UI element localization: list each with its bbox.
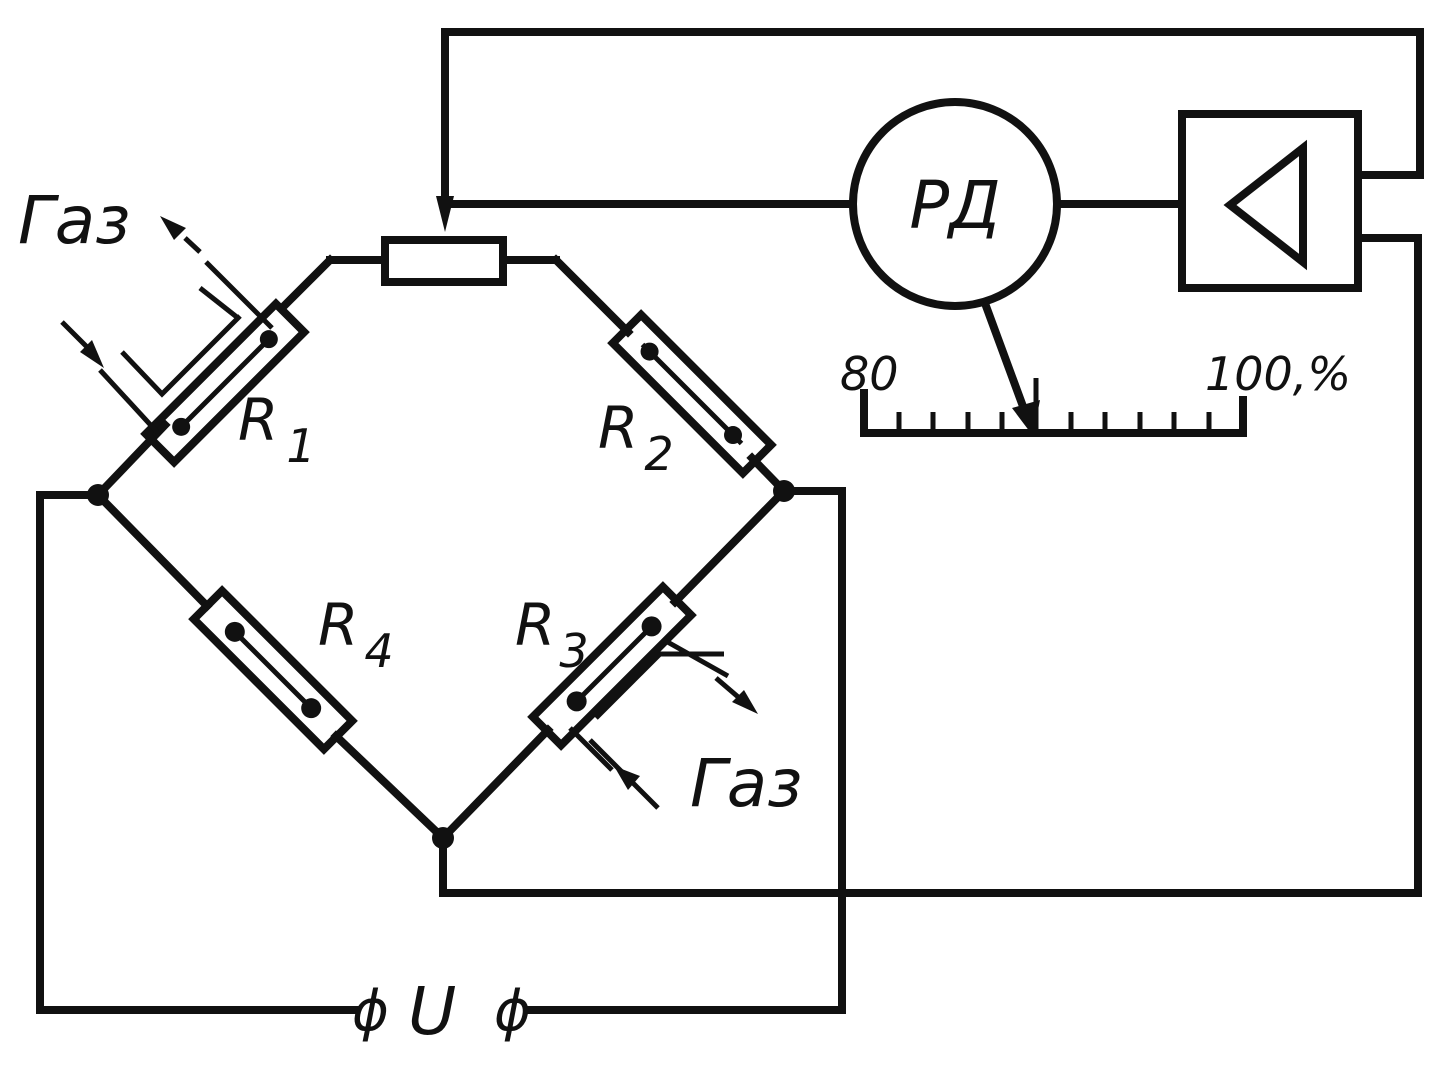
meter-label: РД — [909, 167, 1000, 244]
supply-wire-right — [526, 487, 846, 1014]
needle-arrow-icon — [1012, 400, 1040, 436]
r3-gas-channel — [568, 637, 730, 784]
r3-wire-top — [669, 485, 790, 608]
scale-max-label: 100,% — [1205, 347, 1351, 401]
amplifier-box — [1178, 110, 1362, 292]
r3-label: R3 — [515, 591, 589, 678]
meter-circle — [849, 98, 1061, 310]
supply-terminal-right: ϕ — [494, 979, 531, 1044]
amplifier-triangle-icon — [1223, 139, 1307, 271]
gas-out-arrow-icon-bottom — [732, 690, 758, 714]
gas-label-bottom: Газ — [690, 745, 802, 822]
resistor-r3 — [527, 581, 697, 751]
gas-in-arrow-icon — [80, 340, 104, 368]
r3-wire-bottom — [437, 724, 554, 844]
gas-in-arrow-line-bottom — [628, 778, 660, 810]
r1-wire-bottom — [92, 419, 171, 501]
r1-wire-top — [279, 254, 336, 311]
resistor-r1 — [140, 298, 310, 468]
gas-out-arrow-line — [183, 236, 202, 254]
r2-wire-top — [550, 254, 634, 338]
r3-subscript: 3 — [559, 624, 588, 678]
gas-out-arrow-icon — [160, 216, 186, 240]
supply-wire-left — [36, 491, 359, 1014]
r4-letter: R — [318, 591, 358, 659]
node-bottom — [432, 827, 454, 849]
amplifier-output-wire — [439, 234, 1422, 897]
supply-voltage-label: U — [408, 973, 456, 1050]
r4-wire-bottom — [330, 730, 449, 844]
meter-scale — [860, 378, 1247, 437]
r1-subscript: 1 — [286, 419, 315, 473]
scale-min-label: 80 — [840, 347, 899, 401]
resistor-r2 — [607, 309, 777, 479]
gas-in-arrow-icon-bottom — [614, 766, 640, 790]
supply-terminal-left: ϕ — [352, 979, 389, 1044]
r3-letter: R — [515, 591, 555, 659]
feedback-wire — [441, 28, 1424, 204]
r1-gas-channel — [98, 260, 274, 434]
potentiometer — [381, 236, 507, 286]
meter-needle — [980, 300, 1034, 426]
r2-letter: R — [598, 394, 638, 462]
r4-wire-top — [92, 489, 213, 612]
r4-subscript: 4 — [364, 624, 393, 678]
gas-label-top: Газ — [18, 182, 130, 259]
resistor-r4 — [188, 585, 358, 755]
r1-letter: R — [238, 386, 278, 454]
r2-subscript: 2 — [644, 427, 673, 481]
